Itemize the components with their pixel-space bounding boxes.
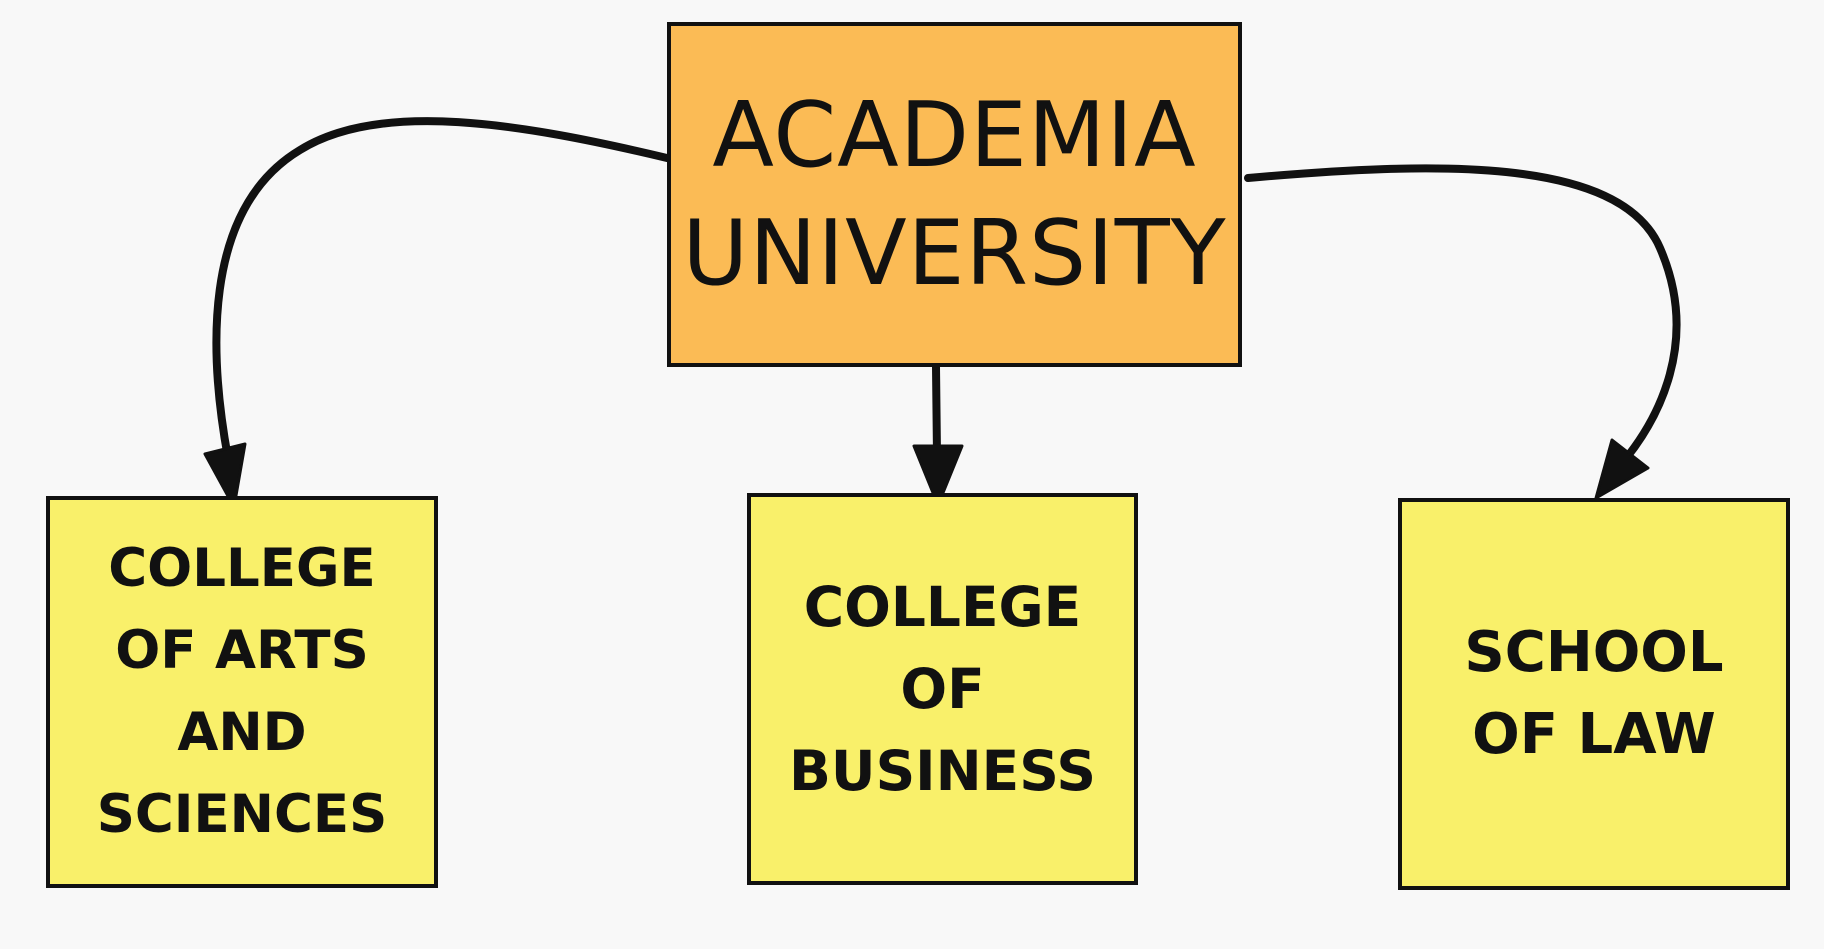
- connector-to-business: [932, 363, 941, 459]
- connector-to-school-of-law: [1244, 164, 1681, 472]
- arrowhead-business: [912, 444, 964, 507]
- node-college-of-arts-and-sciences-label: COLLEGE OF ARTS AND SCIENCES: [97, 528, 388, 856]
- label-line: OF: [900, 657, 985, 721]
- label-line: COLLEGE: [108, 538, 376, 599]
- node-academia-university: ACADEMIA UNIVERSITY: [667, 22, 1242, 367]
- label-line: ACADEMIA: [712, 82, 1197, 188]
- label-line: AND: [177, 702, 307, 763]
- label-line: OF LAW: [1472, 702, 1716, 767]
- label-line: SCHOOL: [1464, 620, 1724, 685]
- node-college-of-business-label: COLLEGE OF BUSINESS: [789, 566, 1096, 812]
- label-line: SCIENCES: [96, 784, 388, 845]
- arrowhead-arts-and-sciences: [203, 442, 247, 509]
- connector-to-arts-and-sciences: [212, 117, 671, 462]
- arrowhead-school-of-law: [1594, 438, 1650, 500]
- node-college-of-business: COLLEGE OF BUSINESS: [747, 493, 1138, 885]
- label-line: UNIVERSITY: [682, 200, 1227, 306]
- label-line: OF ARTS: [115, 620, 369, 681]
- label-line: BUSINESS: [788, 739, 1096, 803]
- node-school-of-law: SCHOOL OF LAW: [1398, 498, 1790, 890]
- label-line: COLLEGE: [803, 575, 1082, 639]
- node-school-of-law-label: SCHOOL OF LAW: [1464, 612, 1723, 776]
- node-college-of-arts-and-sciences: COLLEGE OF ARTS AND SCIENCES: [46, 496, 438, 888]
- node-academia-university-label: ACADEMIA UNIVERSITY: [682, 77, 1226, 313]
